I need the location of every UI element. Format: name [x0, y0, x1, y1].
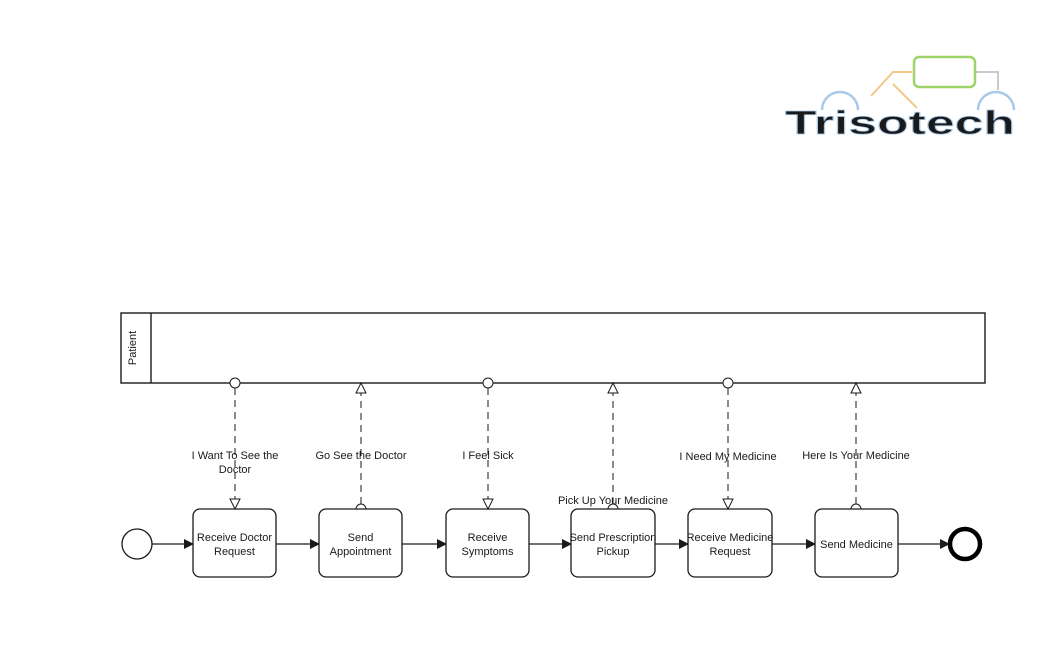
message-flow-2[interactable]: Go See the Doctor — [315, 381, 407, 515]
task-label-line: Receive — [468, 532, 508, 544]
message-flow-5[interactable]: I Need My Medicine — [679, 377, 777, 511]
message-source-circle — [722, 377, 734, 389]
message-label-line: Doctor — [219, 464, 252, 476]
task-label-line: Symptoms — [462, 546, 514, 558]
end-event[interactable] — [947, 526, 983, 562]
task-label-line: Send Prescription — [570, 532, 657, 544]
message-flow-6[interactable]: Here Is Your Medicine — [802, 381, 910, 515]
message-arrowhead — [607, 381, 619, 394]
task-t6[interactable]: Send Medicine — [814, 508, 899, 578]
task-box — [445, 508, 530, 578]
message-source-circle — [229, 377, 241, 389]
task-label-line: Receive Doctor — [197, 532, 273, 544]
message-arrowhead — [482, 498, 494, 511]
message-flow-3[interactable]: I Feel Sick — [462, 377, 514, 511]
task-label-line: Appointment — [330, 546, 392, 558]
message-label-line: Go See the Doctor — [315, 450, 406, 462]
logo-connector-right — [975, 71, 999, 90]
message-arrowhead — [229, 498, 241, 511]
pool-patient[interactable]: Patient — [120, 312, 986, 384]
task-label-line: Request — [710, 546, 751, 558]
message-label-line: I Need My Medicine — [679, 451, 776, 463]
task-box — [192, 508, 277, 578]
task-label-line: Pickup — [596, 546, 629, 558]
logo-arc-left — [820, 90, 860, 111]
logo-green-box — [912, 55, 977, 89]
message-label-line: Pick Up Your Medicine — [558, 495, 668, 507]
logo-arc-right — [976, 90, 1016, 111]
pool-label: Patient — [127, 331, 139, 365]
task-label-line: Receive Medicine — [687, 532, 774, 544]
message-label-line: I Want To See the — [192, 450, 279, 462]
task-box — [814, 508, 899, 578]
message-label-line: I Feel Sick — [462, 450, 514, 462]
message-source-circle — [482, 377, 494, 389]
task-box — [570, 508, 656, 578]
start-event[interactable] — [121, 528, 153, 560]
message-flow-4[interactable]: Pick Up Your Medicine — [558, 381, 668, 515]
logo-wordmark: Trisotech — [785, 104, 1015, 141]
message-arrowhead — [722, 498, 734, 511]
message-arrowhead — [355, 381, 367, 394]
logo-connector-left — [870, 71, 914, 97]
task-label-line: Send — [348, 532, 374, 544]
trisotech-logo: Trisotech — [785, 55, 1016, 141]
message-arrowhead — [850, 381, 862, 394]
task-box — [687, 508, 773, 578]
message-label-line: Here Is Your Medicine — [802, 450, 910, 462]
logo-connector-mid — [892, 83, 918, 109]
task-box — [318, 508, 403, 578]
task-label-line: Request — [214, 546, 255, 558]
pool-frame — [120, 312, 986, 384]
task-label-line: Send Medicine — [820, 539, 893, 551]
